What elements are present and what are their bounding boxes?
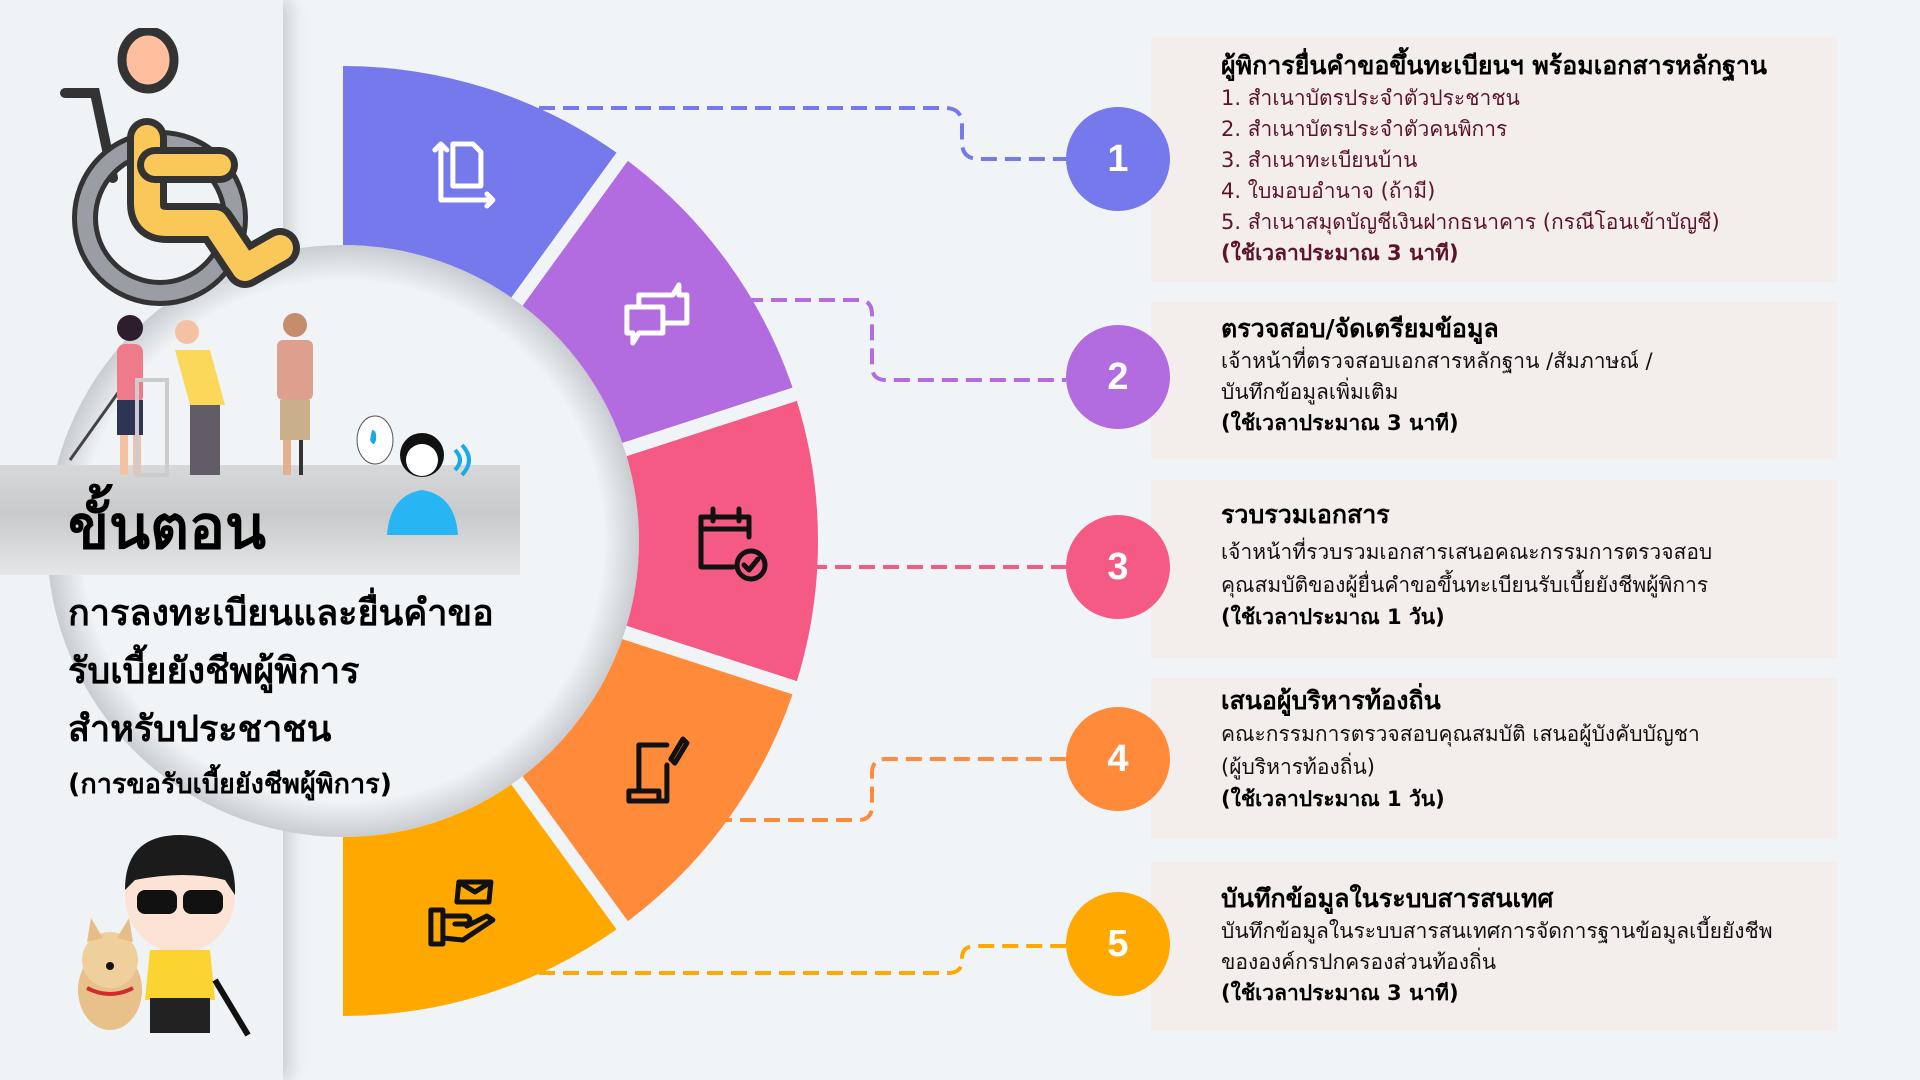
step-duration: (ใช้เวลาประมาณ 3 นาที) <box>1221 411 1459 435</box>
document-corner-arrows-icon <box>432 141 496 209</box>
step-description: เจ้าหน้าที่ตรวจสอบเอกสารหลักฐาน /สัมภาษณ… <box>1221 349 1653 373</box>
step-description: เจ้าหน้าที่รวบรวมเอกสารเสนอคณะกรรมการตรว… <box>1221 540 1713 564</box>
step-5-card: บันทึกข้อมูลในระบบสารสนเทศ บันทึกข้อมูลใ… <box>1151 862 1837 1031</box>
subtitle-line-1: การลงทะเบียนและยื่นคำขอ <box>68 593 494 634</box>
step-description: บันทึกข้อมูลในระบบสารสนเทศการจัดการฐานข้… <box>1221 919 1773 943</box>
chat-bubbles-icon <box>624 282 690 346</box>
step-duration: (ใช้เวลาประมาณ 3 นาที) <box>1221 981 1459 1005</box>
step-heading: ผู้พิการยื่นคำขอขึ้นทะเบียนฯ พร้อมเอกสาร… <box>1221 51 1767 80</box>
step-2-connector <box>747 298 1066 382</box>
step-4-connector <box>716 757 1066 822</box>
subtitle-line-2: รับเบี้ยยังชีพผู้พิการ <box>68 651 360 692</box>
step-4-number-badge: 4 <box>1066 707 1170 811</box>
step-heading: เสนอผู้บริหารท้องถิ่น <box>1221 686 1441 715</box>
step-1-card: ผู้พิการยื่นคำขอขึ้นทะเบียนฯ พร้อมเอกสาร… <box>1151 37 1837 282</box>
document-item: 1. สำเนาบัตรประจำตัวประชาชน <box>1221 86 1520 110</box>
step-heading: รวบรวมเอกสาร <box>1221 500 1390 529</box>
step-3-number-badge: 3 <box>1066 515 1170 619</box>
step-5-number-badge: 5 <box>1066 892 1170 996</box>
step-heading: บันทึกข้อมูลในระบบสารสนเทศ <box>1221 884 1554 913</box>
step-description: คุณสมบัติของผู้ยื่นคำขอขึ้นทะเบียนรับเบี… <box>1221 573 1709 597</box>
calendar-check-icon <box>698 506 768 582</box>
subtitle-line-3: สำหรับประชาชน <box>68 709 332 750</box>
step-duration: (ใช้เวลาประมาณ 3 นาที) <box>1221 241 1459 265</box>
step-1-number-badge: 1 <box>1066 107 1170 211</box>
page-title: ขั้นตอน <box>68 493 267 563</box>
step-2-number-badge: 2 <box>1066 325 1170 429</box>
document-item: 5. สำเนาสมุดบัญชีเงินฝากธนาคาร (กรณีโอนเ… <box>1221 210 1720 234</box>
step-duration: (ใช้เวลาประมาณ 1 วัน) <box>1221 605 1445 629</box>
step-description: คณะกรรมการตรวจสอบคุณสมบัติ เสนอผู้บังคับ… <box>1221 722 1700 746</box>
document-item: 3. สำเนาทะเบียนบ้าน <box>1221 148 1418 172</box>
subtitle-note: (การขอรับเบี้ยยังชีพผู้พิการ) <box>68 769 392 800</box>
step-description: ขององค์กรปกครองส่วนท้องถิ่น <box>1221 950 1497 974</box>
step-3-segment <box>626 400 818 682</box>
hand-envelope-icon <box>428 879 496 947</box>
step-2-card: ตรวจสอบ/จัดเตรียมข้อมูล เจ้าหน้าที่ตรวจส… <box>1151 302 1837 459</box>
step-description: บันทึกข้อมูลเพิ่มเติม <box>1221 380 1399 404</box>
step-4-card: เสนอผู้บริหารท้องถิ่น คณะกรรมการตรวจสอบค… <box>1151 678 1837 839</box>
scroll-pen-icon <box>626 736 690 804</box>
document-item: 2. สำเนาบัตรประจำตัวคนพิการ <box>1221 117 1508 141</box>
step-4-segment <box>522 639 793 922</box>
step-duration: (ใช้เวลาประมาณ 1 วัน) <box>1221 787 1445 811</box>
wheelchair-user-icon <box>60 28 300 306</box>
step-3-card: รวบรวมเอกสาร เจ้าหน้าที่รวบรวมเอกสารเสนอ… <box>1151 480 1837 658</box>
step-1-connector <box>539 106 1066 161</box>
step-2-segment <box>522 160 793 443</box>
people-with-disabilities-illustration <box>68 313 471 535</box>
step-description: (ผู้บริหารท้องถิ่น) <box>1221 755 1375 779</box>
step-5-connector <box>539 944 1066 975</box>
blind-child-with-guide-dog-illustration <box>78 835 251 1037</box>
step-heading: ตรวจสอบ/จัดเตรียมข้อมูล <box>1221 314 1499 343</box>
document-item: 4. ใบมอบอำนาจ (ถ้ามี) <box>1221 179 1436 203</box>
